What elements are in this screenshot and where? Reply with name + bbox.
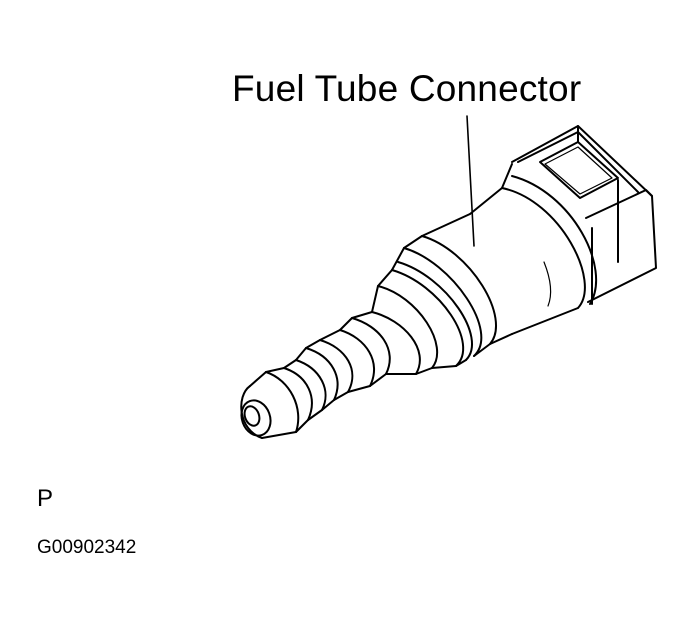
view-letter-label: P	[37, 485, 54, 512]
connector-barb-tip	[240, 367, 309, 439]
connector-housing	[511, 125, 657, 305]
connector-rings	[377, 235, 491, 369]
callout-leader-line	[466, 115, 475, 247]
connector-stem	[283, 285, 433, 421]
fuel-tube-connector-label: Fuel Tube Connector	[232, 68, 582, 109]
tip-opening	[240, 399, 272, 437]
figure-code-label: G00902342	[37, 537, 137, 558]
connector-body	[421, 163, 598, 345]
housing-window	[539, 141, 619, 199]
